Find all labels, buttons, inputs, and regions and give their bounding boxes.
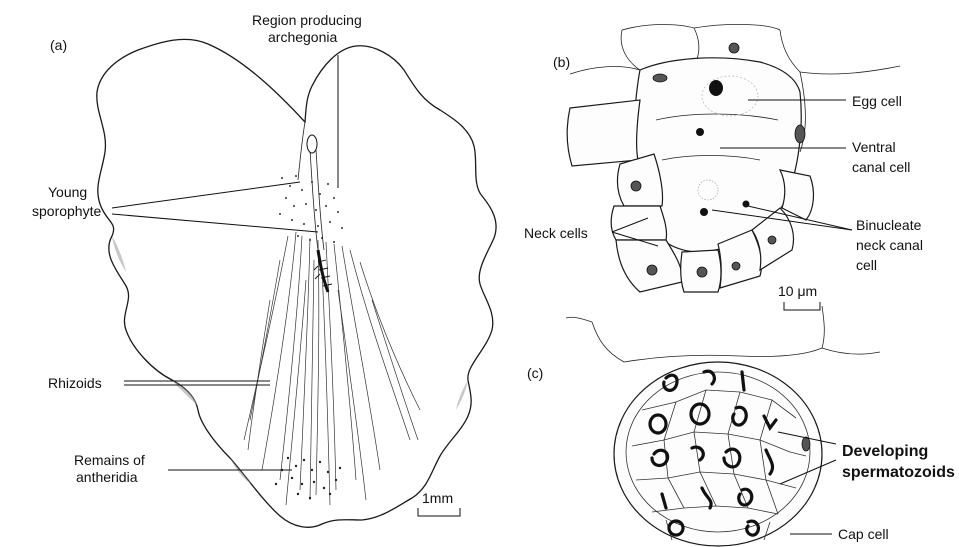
scale-bar-a	[418, 508, 460, 516]
tissue-nucleus	[795, 125, 805, 143]
thallus-cell-walls	[822, 348, 880, 354]
wall-cell-nucleus	[802, 437, 810, 451]
archegonia-region-stipple	[279, 175, 343, 243]
margin-shading-right	[456, 380, 468, 410]
label-remains-2: antheridia	[76, 469, 138, 485]
thallus-cell-walls	[566, 317, 592, 322]
ventral-canal-nucleus	[696, 128, 704, 136]
label-rhizoids: Rhizoids	[48, 375, 102, 391]
antheridium-wall	[614, 362, 822, 546]
leader-young-sporophyte-2	[112, 214, 318, 232]
tissue-cell-edge	[621, 30, 640, 70]
label-binucleate-2: neck canal	[856, 237, 923, 253]
neck-cell-nucleus	[768, 236, 776, 244]
panel-a-label: (a)	[50, 37, 67, 53]
label-scale-b: 10 μm	[778, 283, 817, 299]
label-binucleate-3: cell	[856, 257, 877, 273]
label-developing-1: Developing	[842, 443, 928, 460]
tissue-cell-edge	[622, 25, 694, 31]
margin-shading-lower-left	[172, 380, 198, 406]
label-region-producing-1: Region producing	[252, 12, 362, 28]
label-ventral-1: Ventral	[852, 139, 896, 155]
neck-cell-nucleus	[732, 262, 740, 270]
tissue-cell-edge	[694, 24, 780, 30]
neck-cell-1	[611, 206, 666, 240]
label-neck-cells: Neck cells	[524, 225, 588, 241]
scale-bar-b	[784, 302, 820, 310]
rhizoid-strands	[244, 232, 420, 505]
prothallus-outline	[97, 39, 496, 527]
label-young-sporophyte-2: sporophyte	[32, 203, 101, 219]
tissue-nucleus	[653, 74, 667, 82]
tissue-cell-edge	[800, 66, 900, 74]
neck-cell-nucleus	[647, 265, 657, 275]
antheridia-remains-stipple	[275, 457, 341, 499]
panel-c-label: (c)	[527, 365, 543, 381]
neck-canal-nucleus-1	[700, 208, 708, 216]
tissue-cell-edge	[780, 30, 800, 72]
tissue-nucleus	[729, 43, 739, 53]
label-binucleate-1: Binucleate	[856, 217, 922, 233]
neck-cell-left-upper	[567, 100, 640, 166]
panel-b: (b)	[524, 24, 923, 310]
neck-cell-right	[780, 170, 813, 220]
label-remains-1: Remains of	[74, 452, 145, 468]
neck-cell-nucleus	[697, 267, 707, 277]
label-young-sporophyte-1: Young	[48, 184, 87, 200]
thallus-cell-walls	[592, 306, 824, 362]
panel-a: (a)	[32, 12, 496, 527]
leader-young-sporophyte-1	[112, 182, 300, 208]
label-ventral-2: canal cell	[852, 159, 910, 175]
panel-b-label: (b)	[553, 54, 570, 70]
label-developing-2: spermatozoids	[842, 464, 955, 481]
young-sporophyte	[307, 135, 332, 292]
tissue-cell-edge	[694, 28, 699, 62]
label-cap-cell: Cap cell	[838, 526, 889, 542]
label-egg-cell: Egg cell	[852, 93, 902, 109]
panel-c: (c)	[527, 306, 955, 546]
apical-notch-line	[298, 122, 305, 180]
label-region-producing-2: archegonia	[268, 29, 337, 45]
neck-cell-nucleus	[631, 181, 641, 191]
egg-nucleus	[709, 80, 723, 96]
label-scale-a: 1mm	[422, 490, 453, 506]
tissue-cell-edge	[570, 67, 640, 74]
